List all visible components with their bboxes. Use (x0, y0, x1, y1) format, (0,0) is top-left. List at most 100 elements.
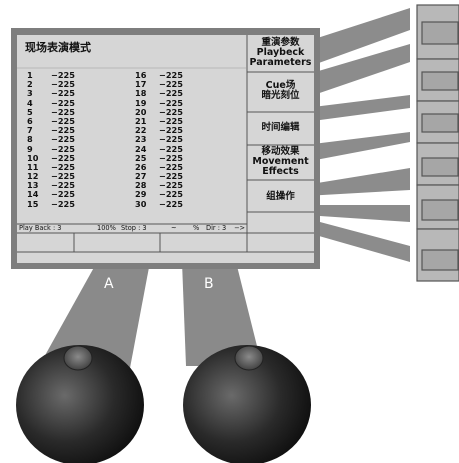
channel-number: 27 (135, 171, 147, 182)
menu-label: Effects (262, 166, 299, 177)
channel-value: −225 (51, 198, 75, 209)
channel-value: −225 (51, 171, 75, 182)
channel-value: −225 (159, 115, 183, 126)
channel-number: 18 (135, 88, 147, 99)
hardware-buttons[interactable] (416, 4, 459, 282)
channel-row: 14 −225 29 −225 (23, 190, 248, 199)
menu-label: Parameters (249, 57, 312, 68)
status-arrow: −> (234, 224, 246, 232)
knob-b-beam (182, 262, 262, 366)
channel-value: −225 (159, 161, 183, 172)
menu-label: 重演参数 (261, 37, 300, 48)
channel-value: −225 (51, 79, 75, 90)
channel-value: −225 (159, 143, 183, 154)
status-percent: 100% (97, 224, 116, 232)
channel-value: −225 (51, 152, 75, 163)
channel-number: 8 (27, 134, 33, 145)
channel-number: 6 (27, 115, 33, 126)
channel-number: 23 (135, 134, 147, 145)
channel-value: −225 (159, 88, 183, 99)
menu-time-edit[interactable]: 时间编辑 (247, 123, 314, 133)
channel-row: 9 −225 24 −225 (23, 143, 248, 154)
screen-display (17, 35, 314, 263)
menu-label: Playbeck (256, 47, 305, 58)
channel-row: 12 −225 27 −225 (23, 171, 248, 182)
channel-value: −225 (51, 143, 75, 154)
channel-number: 11 (27, 161, 39, 172)
channel-value: −225 (51, 115, 75, 126)
channel-number: 17 (135, 79, 147, 90)
status-playback: Play Back : 3 (19, 224, 62, 232)
knob-b-label: B (204, 276, 214, 292)
channel-number: 30 (135, 198, 147, 209)
channel-row: 5 −225 20 −225 (23, 106, 248, 117)
menu-label: 移动效果 (261, 146, 300, 157)
channel-row: 8 −225 23 −225 (23, 135, 248, 144)
channel-value: −225 (159, 79, 183, 90)
channel-number: 24 (135, 143, 147, 154)
channel-number: 12 (27, 171, 39, 182)
knob-a-beam (38, 262, 150, 368)
channel-number: 25 (135, 152, 147, 163)
channel-number: 4 (27, 97, 33, 108)
channel-value: −225 (51, 180, 75, 191)
channel-value: −225 (159, 125, 183, 136)
channel-value: −225 (159, 134, 183, 145)
channel-value: −225 (159, 171, 183, 182)
channel-number: 15 (27, 198, 39, 209)
channel-value: −225 (159, 189, 183, 200)
knob-a[interactable] (16, 345, 144, 463)
menu-movement-effects[interactable]: 移动效果 Movement Effects (247, 147, 314, 177)
menu-cue-scene[interactable]: Cue场 暗光刻位 (247, 81, 314, 101)
channel-value: −225 (159, 198, 183, 209)
channel-number: 1 (27, 70, 33, 80)
channel-number: 20 (135, 106, 147, 117)
channel-number: 21 (135, 115, 147, 126)
channel-value: −225 (159, 152, 183, 163)
channel-number: 5 (27, 106, 33, 117)
channel-row: 6 −225 21 −225 (23, 115, 248, 126)
channel-number: 3 (27, 88, 33, 99)
channel-number: 9 (27, 143, 33, 154)
channel-value: −225 (51, 97, 75, 108)
menu-connector-rays (305, 8, 410, 262)
channel-value: −225 (51, 70, 75, 80)
channel-number: 7 (27, 125, 33, 136)
menu-label: 时间编辑 (261, 122, 300, 133)
channel-value: −225 (159, 97, 183, 108)
channel-number: 19 (135, 97, 147, 108)
channel-number: 26 (135, 161, 147, 172)
channel-value: −225 (51, 106, 75, 117)
menu-playback-parameters[interactable]: 重演参数 Playbeck Parameters (247, 38, 314, 68)
channel-value: −225 (51, 88, 75, 99)
status-tilde: ~ (171, 224, 177, 232)
channel-number: 2 (27, 79, 33, 90)
channel-row: 11 −225 26 −225 (23, 161, 248, 172)
channel-value: −225 (51, 189, 75, 200)
channel-row: 4 −225 19 −225 (23, 97, 248, 108)
channel-value: −225 (159, 70, 183, 80)
menu-label: Movement (252, 156, 309, 167)
channel-value: −225 (159, 106, 183, 117)
menu-group-operations[interactable]: 组操作 (247, 192, 314, 202)
channel-number: 14 (27, 189, 39, 200)
knob-b[interactable] (183, 345, 311, 463)
channel-row: 2 −225 17 −225 (23, 79, 248, 90)
channel-row: 3 −225 18 −225 (23, 89, 248, 98)
status-percent-sign: % (193, 224, 200, 232)
channel-number: 29 (135, 189, 147, 200)
channel-row: 15 −225 30 −225 (23, 198, 248, 209)
channel-value: −225 (51, 134, 75, 145)
channel-number: 13 (27, 180, 39, 191)
menu-label: Cue场 (265, 80, 296, 91)
screen-title: 现场表演模式 (25, 41, 91, 54)
menu-label: 组操作 (266, 191, 295, 202)
channel-value: −225 (51, 161, 75, 172)
channel-number: 22 (135, 125, 147, 136)
